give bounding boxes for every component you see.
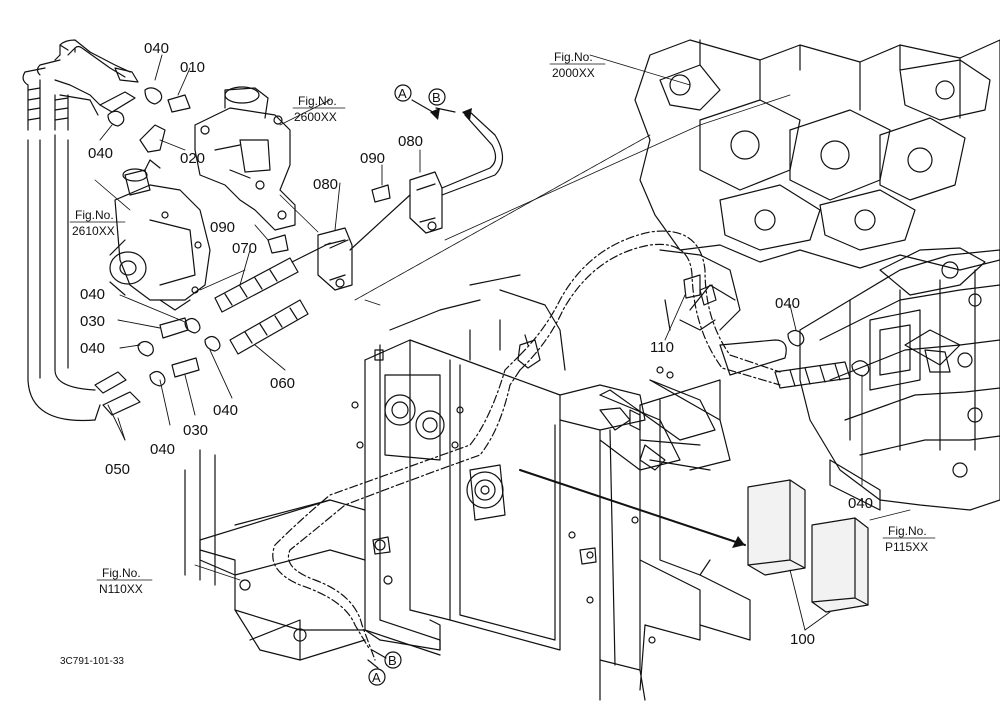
fig-2600-code: 2600XX (294, 110, 337, 124)
fig-ref-frames (69, 63, 936, 581)
clamps-left (107, 87, 870, 387)
fitting-hose-frame (517, 334, 541, 369)
label-020: 020 (180, 150, 205, 167)
label-060: 060 (270, 375, 295, 392)
fig-2000-code: 2000XX (552, 66, 595, 80)
connector-circles (367, 84, 456, 686)
hose-070 (214, 257, 299, 313)
label-040-g: 040 (775, 295, 800, 312)
pump-assembly (799, 247, 1000, 511)
connector-labels: A B B A (372, 86, 441, 685)
fig-2000-prefix: Fig.No. (554, 50, 593, 64)
fig-n110-code: N110XX (99, 582, 143, 596)
thermostat-housing (194, 86, 296, 231)
pipe-run-top (291, 111, 504, 263)
long-hose-dashed (272, 230, 781, 661)
connector-b-bottom: B (388, 653, 397, 668)
water-pump (109, 159, 211, 311)
label-090-b: 090 (210, 219, 235, 236)
bracket-080-b (409, 171, 443, 234)
label-040-e: 040 (213, 402, 238, 419)
coolant-hose-left (22, 39, 131, 422)
fig-p115-prefix: Fig.No. (888, 524, 927, 538)
label-040-h: 040 (848, 495, 873, 512)
fig-references: Fig.No. 2600XX Fig.No. 2610XX Fig.No. 20… (72, 50, 928, 596)
label-090-a: 090 (360, 150, 385, 167)
fig-n110-prefix: Fig.No. (102, 566, 141, 580)
leader-lines (94, 54, 911, 581)
drawing-code: 3C791-101-33 (60, 656, 124, 667)
tractor-frame (184, 249, 751, 701)
hose-segments-left (94, 67, 141, 421)
fig-2610-code: 2610XX (72, 224, 115, 238)
label-080-b: 080 (313, 176, 338, 193)
fig-2600-prefix: Fig.No. (298, 94, 337, 108)
connector-a-bottom: A (372, 670, 381, 685)
label-050: 050 (105, 461, 130, 478)
label-040-a: 040 (144, 40, 169, 57)
label-040-b: 040 (88, 145, 113, 162)
fig-p115-code: P115XX (885, 540, 928, 554)
fig-2610-prefix: Fig.No. (75, 208, 114, 222)
bracket-080-a (317, 227, 353, 291)
connector-a-top: A (398, 86, 407, 101)
label-030-b: 030 (183, 422, 208, 439)
pad-100 (747, 479, 869, 613)
label-100: 100 (790, 631, 815, 648)
label-030-a: 030 (80, 313, 105, 330)
label-040-c: 040 (80, 286, 105, 303)
label-080-a: 080 (398, 133, 423, 150)
label-040-f: 040 (150, 441, 175, 458)
label-leaders (99, 54, 863, 631)
engine-block (634, 39, 1000, 271)
label-040-d: 040 (80, 340, 105, 357)
hose-060 (229, 299, 309, 355)
label-070: 070 (232, 240, 257, 257)
connector-b-top: B (432, 90, 441, 105)
part-labels: 040 010 040 020 090 080 080 090 070 040 … (80, 40, 873, 648)
label-010: 010 (180, 59, 205, 76)
hose-end-pump (683, 274, 851, 389)
fittings-left (139, 94, 391, 378)
arrow-heads (430, 108, 745, 548)
label-110: 110 (650, 339, 674, 356)
